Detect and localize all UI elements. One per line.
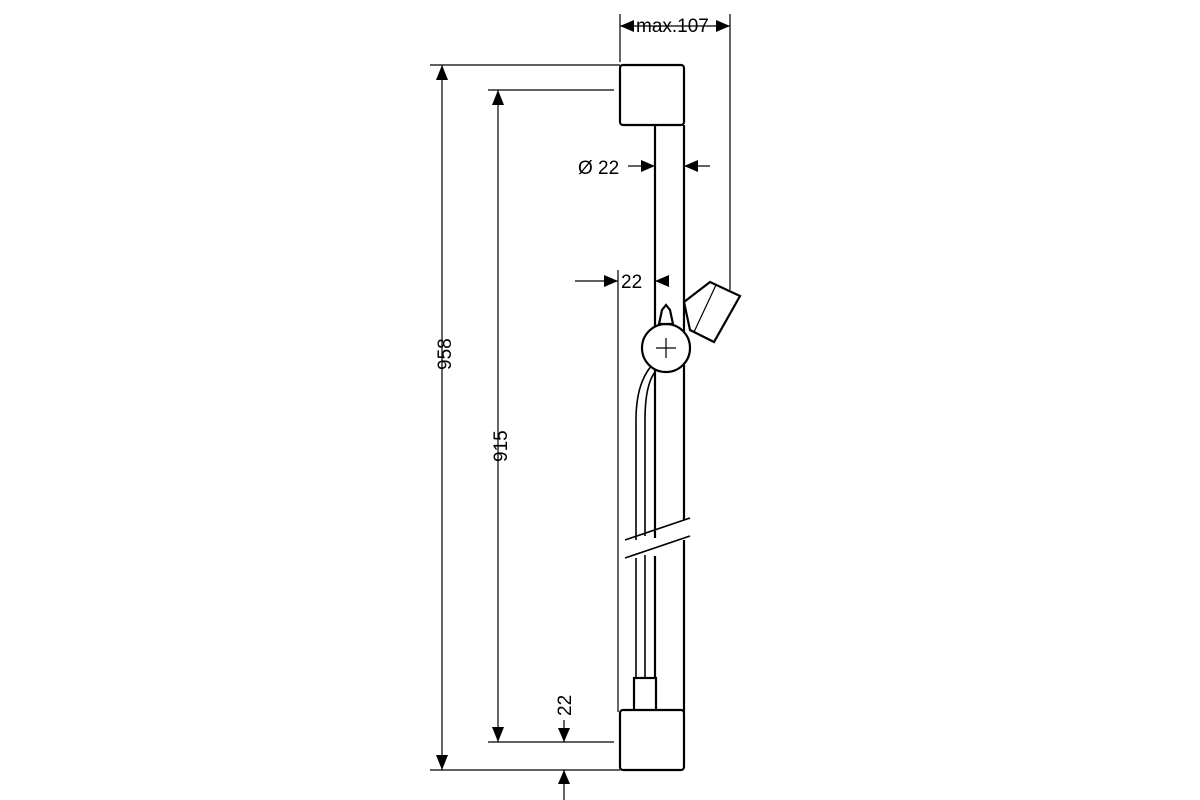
dimension-bottom-offset-label: 22 [555, 695, 576, 716]
dimension-slider-offset: 22 [575, 270, 669, 712]
dimension-bracket-spacing: 915 [488, 89, 614, 743]
dimension-overall-height-label: 958 [435, 338, 456, 370]
bottom-wall-bracket [618, 708, 686, 772]
dimension-bottom-offset: 22 [555, 695, 576, 800]
dimension-bracket-spacing-label: 915 [491, 430, 512, 462]
dimension-max-width-label: max.107 [636, 16, 709, 37]
shower-hose [632, 361, 658, 714]
dimension-overall-height: 958 [430, 64, 620, 771]
slider-holder [640, 280, 742, 374]
dimension-slider-offset-label: 22 [621, 272, 642, 293]
break-lines [624, 517, 691, 559]
dimension-tube-diameter-label: Ø 22 [578, 158, 619, 179]
top-wall-bracket [618, 63, 686, 127]
dimension-max-width: max.107 [619, 14, 731, 290]
dimension-tube-diameter: Ø 22 [578, 158, 710, 179]
rail-tube [653, 124, 686, 712]
